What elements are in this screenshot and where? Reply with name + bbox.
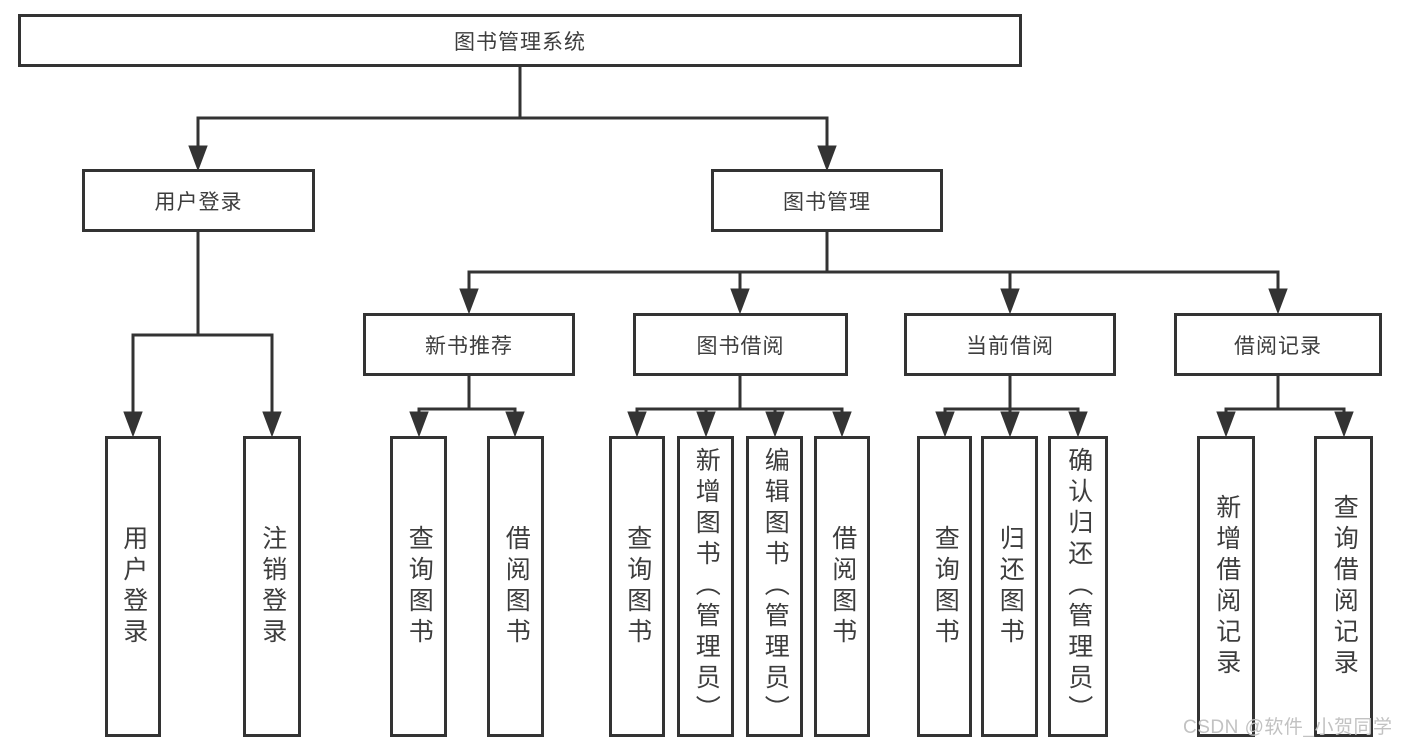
arrowhead: [730, 288, 750, 315]
arrowhead: [817, 145, 837, 172]
node-book-borrowing: 图书借阅: [633, 313, 848, 376]
connector-current-borrowing: [935, 373, 1088, 438]
node-root-label: 图书管理系统: [454, 30, 586, 54]
leaf-records-add-record-label: 新增借阅记录: [1212, 493, 1241, 680]
arrowhead: [505, 411, 525, 438]
connector-book-management: [459, 229, 1288, 315]
arrowhead: [765, 411, 785, 438]
arrowhead: [1000, 411, 1020, 438]
leaf-borrowing-add-books-admin-label: 新增图书（管理员）: [692, 447, 721, 726]
arrowhead: [1334, 411, 1354, 438]
leaf-current-return-books: 归还图书: [981, 436, 1038, 737]
leaf-borrowing-edit-books-admin: 编辑图书（管理员）: [746, 436, 803, 737]
node-borrowing-records: 借阅记录: [1174, 313, 1382, 376]
leaf-user-login: 用户登录: [105, 436, 161, 737]
leaf-newbooks-query-books: 查询图书: [390, 436, 447, 737]
node-borrowing-records-label: 借阅记录: [1234, 334, 1322, 358]
node-book-management-label: 图书管理: [783, 190, 871, 214]
arrowhead: [1000, 288, 1020, 315]
watermark-text: CSDN @软件_小贺同学: [1183, 717, 1393, 738]
leaf-user-login-label: 用户登录: [119, 524, 148, 649]
leaf-current-confirm-return-admin: 确认归还（管理员）: [1048, 436, 1108, 737]
arrowhead: [409, 411, 429, 438]
leaf-records-query-record-label: 查询借阅记录: [1330, 493, 1359, 680]
connector-root: [188, 64, 837, 172]
leaf-logout-label: 注销登录: [258, 524, 287, 649]
leaf-records-add-record: 新增借阅记录: [1197, 436, 1255, 737]
arrowhead: [627, 411, 647, 438]
leaf-current-confirm-return-admin-label: 确认归还（管理员）: [1064, 447, 1093, 726]
leaf-borrowing-edit-books-admin-label: 编辑图书（管理员）: [761, 447, 790, 726]
arrowhead: [188, 145, 208, 172]
arrowhead: [459, 288, 479, 315]
node-current-borrowing: 当前借阅: [904, 313, 1116, 376]
connector-user-login: [123, 229, 282, 438]
node-current-borrowing-label: 当前借阅: [966, 334, 1054, 358]
leaf-newbooks-borrow-books: 借阅图书: [487, 436, 544, 737]
leaf-logout: 注销登录: [243, 436, 301, 737]
arrowhead: [262, 411, 282, 438]
leaf-current-query-books: 查询图书: [917, 436, 972, 737]
node-root: 图书管理系统: [18, 14, 1022, 67]
leaf-records-query-record: 查询借阅记录: [1314, 436, 1373, 737]
node-user-login: 用户登录: [82, 169, 315, 232]
node-new-books-label: 新书推荐: [425, 334, 513, 358]
leaf-borrowing-query-books-label: 查询图书: [623, 524, 652, 649]
connector-book-borrowing: [627, 373, 852, 438]
arrowhead: [832, 411, 852, 438]
node-book-management: 图书管理: [711, 169, 943, 232]
leaf-newbooks-borrow-books-label: 借阅图书: [502, 524, 531, 649]
arrowhead: [123, 411, 143, 438]
leaf-current-query-books-label: 查询图书: [931, 524, 960, 649]
arrowhead: [696, 411, 716, 438]
node-book-borrowing-label: 图书借阅: [696, 334, 785, 358]
arrowhead: [935, 411, 955, 438]
connector-new-books: [409, 373, 525, 438]
node-new-books: 新书推荐: [363, 313, 575, 376]
arrowhead: [1068, 411, 1088, 438]
leaf-borrowing-borrow-books: 借阅图书: [814, 436, 870, 737]
arrowhead: [1216, 411, 1236, 438]
leaf-borrowing-query-books: 查询图书: [609, 436, 665, 737]
node-user-login-label: 用户登录: [154, 190, 243, 214]
leaf-borrowing-borrow-books-label: 借阅图书: [828, 524, 857, 649]
leaf-borrowing-add-books-admin: 新增图书（管理员）: [677, 436, 734, 737]
leaf-current-return-books-label: 归还图书: [996, 524, 1025, 649]
connector-borrowing-records: [1216, 373, 1354, 438]
arrowhead: [1268, 288, 1288, 315]
leaf-newbooks-query-books-label: 查询图书: [405, 524, 434, 649]
